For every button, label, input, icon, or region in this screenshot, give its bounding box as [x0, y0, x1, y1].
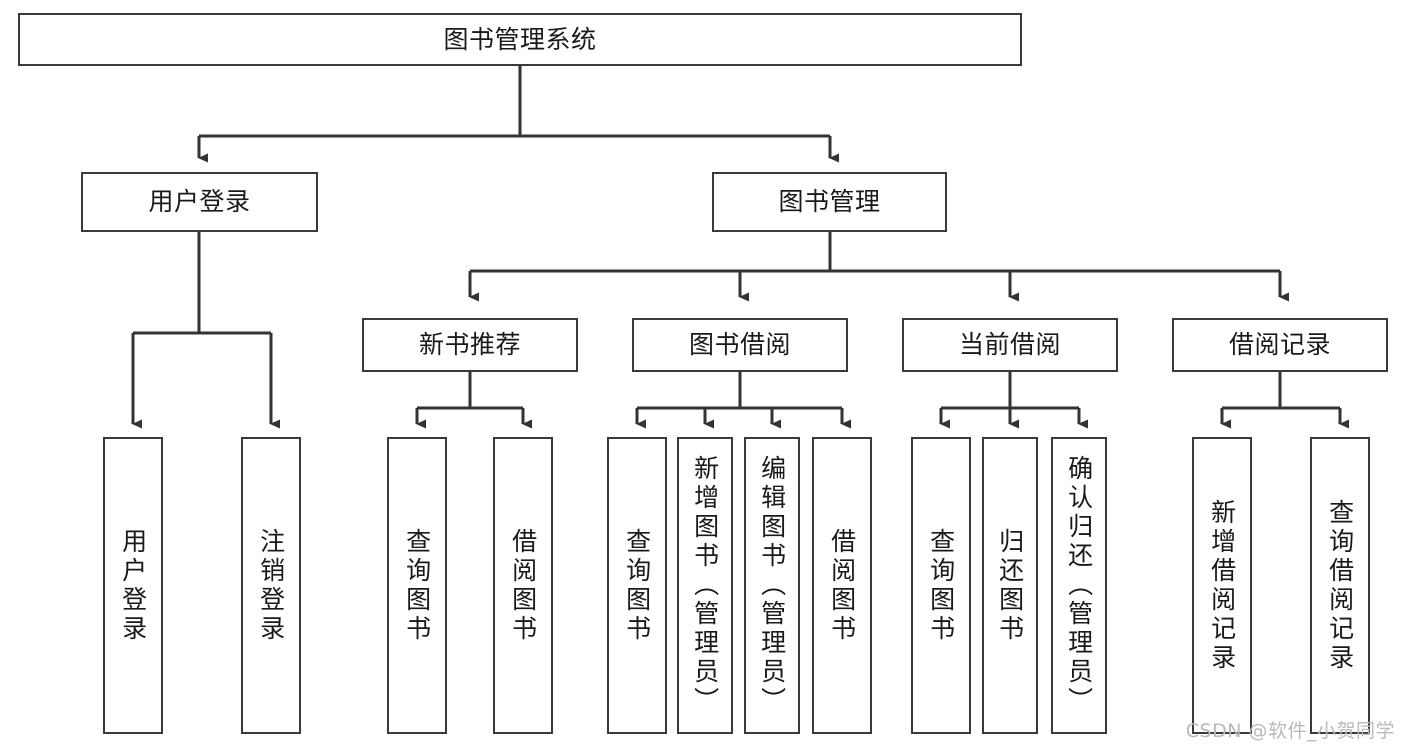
node-leaf-query-record-label: 查询借阅记录 — [1325, 498, 1355, 673]
node-user-login-label: 用户登录 — [148, 187, 251, 217]
node-root[interactable]: 图书管理系统 — [18, 13, 1022, 66]
node-leaf-borrow-book-1-label: 借阅图书 — [508, 527, 538, 644]
node-leaf-query-record[interactable]: 查询借阅记录 — [1310, 437, 1370, 734]
node-leaf-borrow-book-2-label: 借阅图书 — [827, 527, 857, 644]
node-book-borrow[interactable]: 图书借阅 — [632, 318, 848, 372]
node-root-label: 图书管理系统 — [443, 24, 597, 54]
csdn-watermark: CSDN @软件_小贺同学 — [1185, 720, 1395, 742]
node-leaf-user-login-label: 用户登录 — [118, 527, 148, 644]
node-leaf-add-record[interactable]: 新增借阅记录 — [1192, 437, 1252, 734]
node-borrow-record-label: 借阅记录 — [1228, 330, 1331, 360]
node-book-borrow-label: 图书借阅 — [688, 330, 791, 360]
node-leaf-user-login[interactable]: 用户登录 — [103, 437, 163, 734]
node-leaf-user-logout-label: 注销登录 — [256, 527, 286, 644]
node-leaf-add-book-label: 新增图书（管理员） — [690, 455, 720, 716]
node-current-borrow[interactable]: 当前借阅 — [902, 318, 1118, 372]
node-leaf-add-book[interactable]: 新增图书（管理员） — [677, 437, 733, 734]
node-leaf-user-logout[interactable]: 注销登录 — [241, 437, 301, 734]
node-leaf-query-book-3[interactable]: 查询图书 — [911, 437, 971, 734]
node-leaf-confirm-return[interactable]: 确认归还（管理员） — [1051, 437, 1107, 734]
node-leaf-borrow-book-1[interactable]: 借阅图书 — [493, 437, 553, 734]
node-leaf-return-book-label: 归还图书 — [995, 527, 1025, 644]
node-leaf-query-book-3-label: 查询图书 — [926, 527, 956, 644]
node-leaf-borrow-book-2[interactable]: 借阅图书 — [812, 437, 872, 734]
node-user-login[interactable]: 用户登录 — [81, 172, 318, 232]
node-leaf-edit-book[interactable]: 编辑图书（管理员） — [744, 437, 800, 734]
node-current-borrow-label: 当前借阅 — [958, 330, 1061, 360]
node-new-book-rec[interactable]: 新书推荐 — [362, 318, 578, 372]
node-leaf-add-record-label: 新增借阅记录 — [1207, 498, 1237, 673]
node-leaf-query-book-1-label: 查询图书 — [402, 527, 432, 644]
node-leaf-query-book-2[interactable]: 查询图书 — [607, 437, 667, 734]
node-book-manage-label: 图书管理 — [778, 187, 881, 217]
node-borrow-record[interactable]: 借阅记录 — [1172, 318, 1388, 372]
node-leaf-confirm-return-label: 确认归还（管理员） — [1064, 455, 1094, 716]
node-leaf-query-book-1[interactable]: 查询图书 — [387, 437, 447, 734]
node-new-book-rec-label: 新书推荐 — [418, 330, 521, 360]
node-leaf-return-book[interactable]: 归还图书 — [982, 437, 1038, 734]
node-leaf-query-book-2-label: 查询图书 — [622, 527, 652, 644]
node-leaf-edit-book-label: 编辑图书（管理员） — [757, 455, 787, 716]
node-book-manage[interactable]: 图书管理 — [712, 172, 947, 232]
